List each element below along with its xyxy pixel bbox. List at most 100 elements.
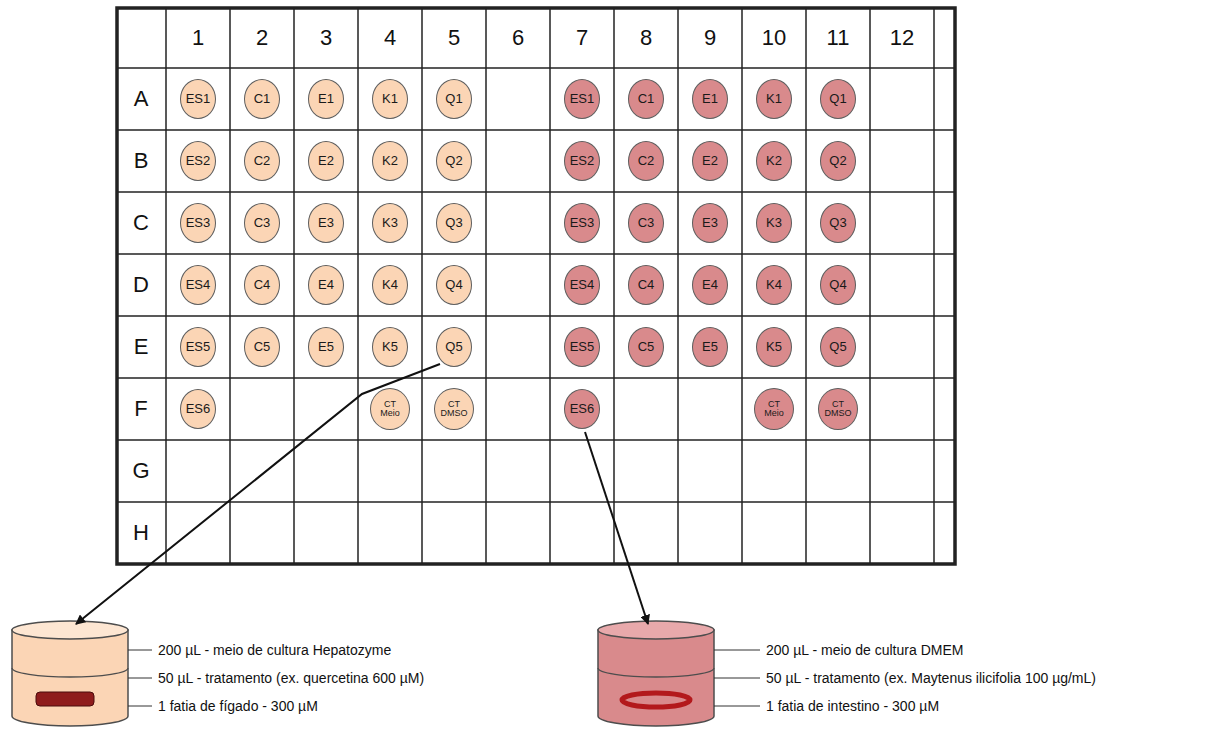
well-circle: Q4 xyxy=(436,265,472,305)
row-letter: E xyxy=(134,334,149,359)
well-label: Q3 xyxy=(445,216,462,230)
well-content-note-box: 1 fatia de intestino - 300 µM xyxy=(766,697,939,715)
well-circle: ES2 xyxy=(180,141,216,181)
well-circle: K2 xyxy=(372,141,408,181)
well-content-note-box: 200 µL - meio de cultura Hepatozyme xyxy=(158,641,391,659)
well-circle: E2 xyxy=(692,141,728,181)
column-number: 6 xyxy=(512,25,524,50)
well-circle: K4 xyxy=(756,265,792,305)
well-label: K1 xyxy=(382,92,398,106)
well-label: C2 xyxy=(254,154,271,168)
well-circle: ES1 xyxy=(564,79,600,119)
well-label: K3 xyxy=(766,216,782,230)
well-circle: ES6 xyxy=(180,389,216,429)
column-number: 3 xyxy=(320,25,332,50)
well-circle: K3 xyxy=(756,203,792,243)
column-number: 5 xyxy=(448,25,460,50)
well-circle: C2 xyxy=(244,141,280,181)
well-circle: C4 xyxy=(628,265,664,305)
well-label: ES5 xyxy=(186,340,211,354)
well-circle: CT DMSO xyxy=(818,388,858,430)
well-label: K3 xyxy=(382,216,398,230)
row-letter-box: H xyxy=(133,520,149,546)
well-label: Q5 xyxy=(445,340,462,354)
column-number-box: 9 xyxy=(704,25,716,51)
pointer-arrow xyxy=(76,364,440,624)
well-label: ES6 xyxy=(186,402,211,416)
well-label: K5 xyxy=(766,340,782,354)
well-label: ES4 xyxy=(186,278,211,292)
well-label: CT DMSO xyxy=(439,400,469,419)
well-label: E3 xyxy=(318,216,334,230)
well-content-note: 200 µL - meio de cultura DMEM xyxy=(766,642,963,658)
well-circle: K1 xyxy=(372,79,408,119)
well-label: E4 xyxy=(318,278,334,292)
well-circle: CT Meio xyxy=(370,388,410,430)
column-number-box: 5 xyxy=(448,25,460,51)
left-well-beaker xyxy=(12,621,152,726)
well-label: C5 xyxy=(254,340,271,354)
well-label: K4 xyxy=(766,278,782,292)
well-label: CT Meio xyxy=(375,400,405,419)
well-label: Q4 xyxy=(829,278,846,292)
well-circle: E2 xyxy=(308,141,344,181)
well-circle: C3 xyxy=(244,203,280,243)
well-circle: E5 xyxy=(308,327,344,367)
well-label: CT Meio xyxy=(759,400,789,419)
well-content-note-box: 1 fatia de fígado - 300 µM xyxy=(158,697,318,715)
column-number-box: 2 xyxy=(256,25,268,51)
well-circle: CT Meio xyxy=(754,388,794,430)
well-circle: E1 xyxy=(692,79,728,119)
well-label: C5 xyxy=(638,340,655,354)
well-label: C4 xyxy=(638,278,655,292)
row-letter-box: D xyxy=(133,272,149,298)
row-letter-box: E xyxy=(134,334,149,360)
well-circle: K4 xyxy=(372,265,408,305)
pointer-arrow xyxy=(585,432,648,624)
well-circle: E3 xyxy=(308,203,344,243)
row-letter-box: G xyxy=(132,458,149,484)
column-number-box: 10 xyxy=(762,25,786,51)
well-label: ES2 xyxy=(186,154,211,168)
well-label: Q4 xyxy=(445,278,462,292)
well-circle: K3 xyxy=(372,203,408,243)
well-circle: Q4 xyxy=(820,265,856,305)
well-circle: ES3 xyxy=(564,203,600,243)
well-label: C1 xyxy=(638,92,655,106)
column-number: 10 xyxy=(762,25,786,50)
column-number-box: 1 xyxy=(192,25,204,51)
row-letter-box: C xyxy=(133,210,149,236)
well-label: Q2 xyxy=(445,154,462,168)
well-label: Q1 xyxy=(829,92,846,106)
well-circle: E4 xyxy=(692,265,728,305)
column-number-box: 8 xyxy=(640,25,652,51)
well-circle: CT DMSO xyxy=(434,388,474,430)
well-circle: E4 xyxy=(308,265,344,305)
well-label: C1 xyxy=(254,92,271,106)
well-circle: C2 xyxy=(628,141,664,181)
well-circle: ES3 xyxy=(180,203,216,243)
well-circle: C1 xyxy=(244,79,280,119)
well-circle: ES2 xyxy=(564,141,600,181)
row-letter: B xyxy=(134,148,149,173)
row-letter-box: B xyxy=(134,148,149,174)
well-content-note: 1 fatia de fígado - 300 µM xyxy=(158,698,318,714)
well-circle: Q1 xyxy=(436,79,472,119)
well-label: Q2 xyxy=(829,154,846,168)
column-number: 9 xyxy=(704,25,716,50)
row-letter-box: F xyxy=(134,396,147,422)
plate-grid xyxy=(117,8,955,564)
column-number: 1 xyxy=(192,25,204,50)
well-circle: Q5 xyxy=(436,327,472,367)
column-number: 7 xyxy=(576,25,588,50)
column-number: 2 xyxy=(256,25,268,50)
row-letter: H xyxy=(133,520,149,545)
well-label: ES6 xyxy=(570,402,595,416)
column-number: 8 xyxy=(640,25,652,50)
row-letter: G xyxy=(132,458,149,483)
well-circle: ES5 xyxy=(564,327,600,367)
well-label: E2 xyxy=(318,154,334,168)
well-label: K2 xyxy=(382,154,398,168)
column-number-box: 3 xyxy=(320,25,332,51)
well-label: Q3 xyxy=(829,216,846,230)
